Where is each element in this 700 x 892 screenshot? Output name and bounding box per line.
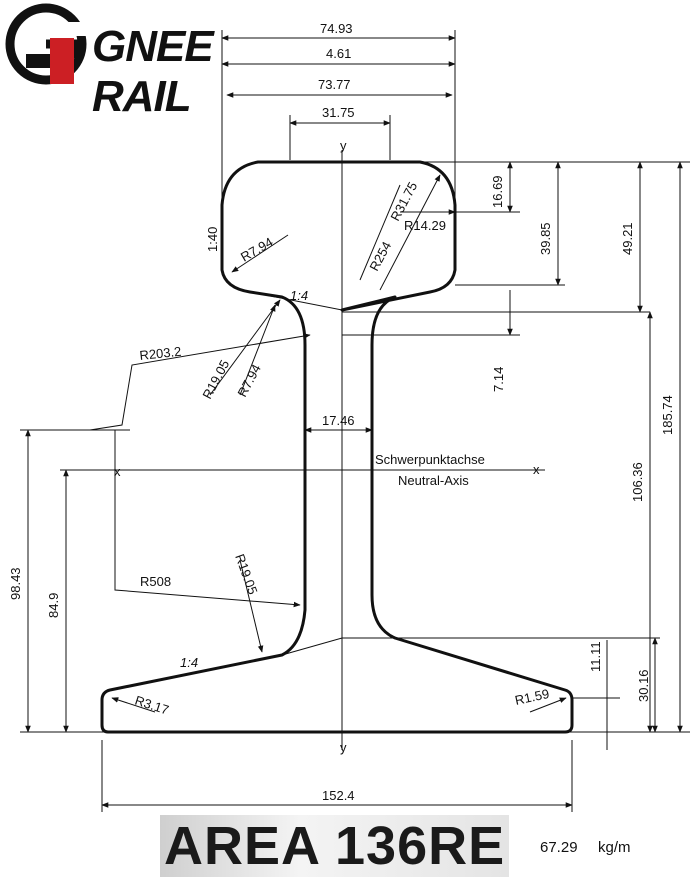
label-neutral-axis-en: Neutral-Axis: [398, 473, 469, 488]
product-footer: AREA 136RE 67.29 kg/m: [160, 815, 700, 885]
label-r-crown: R254: [366, 239, 394, 273]
leader-r3175: [379, 174, 441, 291]
gnee-logo-mark: [5, 3, 87, 85]
label-fishing-height: 7.14: [491, 367, 506, 392]
label-head-depth-1: 16.69: [490, 175, 505, 208]
leader-r317: [111, 697, 156, 713]
label-axis-x-left: x: [114, 464, 121, 479]
leader-r1905-top: [209, 299, 281, 396]
brand-logo: GNEE RAIL: [0, 0, 320, 121]
label-r-fillet-1: R19.05: [199, 357, 232, 401]
head-underside-line: [249, 291, 431, 311]
label-base-slope: 1:4: [180, 655, 198, 670]
label-r-base-right: R1.59: [514, 686, 551, 708]
label-head-depth-2: 39.85: [538, 222, 553, 255]
label-r-base-left: R3.17: [133, 693, 171, 718]
label-r-head-side: R14.29: [404, 218, 446, 233]
label-base-width: 152.4: [322, 788, 355, 803]
label-height-to-head: 106.36: [630, 462, 645, 502]
logo-red-block: [50, 38, 74, 84]
label-head-width-top: 74.93: [320, 21, 353, 36]
brand-name: GNEE RAIL: [92, 22, 214, 121]
label-base-height: 30.16: [636, 669, 651, 702]
leader-r159: [529, 697, 567, 713]
label-head-underside-slope: 1:4: [290, 288, 308, 303]
leader-r254: [359, 184, 401, 281]
leader-r1905-bot: [239, 559, 264, 653]
label-r-web-bottom: R508: [140, 574, 171, 589]
product-weight-value: 67.29: [540, 839, 578, 856]
product-title: AREA 136RE: [160, 815, 510, 877]
label-r-fillet-base: R19.05: [232, 552, 260, 597]
label-head-width-3: 73.77: [318, 77, 351, 92]
label-r-fillet-2: R7.94: [234, 362, 264, 400]
label-web-thickness: 17.46: [322, 413, 355, 428]
label-r-web-top: R203.2: [139, 344, 182, 363]
label-total-height: 185.74: [660, 395, 675, 435]
leader-r794: [231, 234, 289, 273]
leader-r508: [90, 429, 301, 608]
leader-r794-fillet: [239, 304, 276, 396]
label-r-crown-inner: R31.75: [387, 179, 420, 223]
product-weight-unit: kg/m: [598, 839, 631, 856]
label-axis-x-right: x: [533, 462, 540, 477]
label-axis-y-top: y: [340, 138, 347, 153]
label-axis-y-bottom: y: [340, 740, 347, 755]
label-head-width-2: 4.61: [326, 46, 351, 61]
label-head-side-taper: 1:40: [205, 227, 220, 252]
label-neutral-axis-de: Schwerpunktachse: [375, 452, 485, 467]
label-na-height-2: 84.9: [46, 593, 61, 618]
leader-r2032: [89, 333, 311, 431]
label-r-head-corner: R7.94: [238, 234, 276, 264]
base-top-line: [281, 637, 395, 656]
label-head-depth-3: 49.21: [620, 222, 635, 255]
label-crown-width: 31.75: [322, 105, 355, 120]
label-base-edge: 11.11: [588, 641, 603, 672]
rail-profile-outline: [100, 160, 574, 734]
label-na-height-1: 98.43: [8, 567, 23, 600]
